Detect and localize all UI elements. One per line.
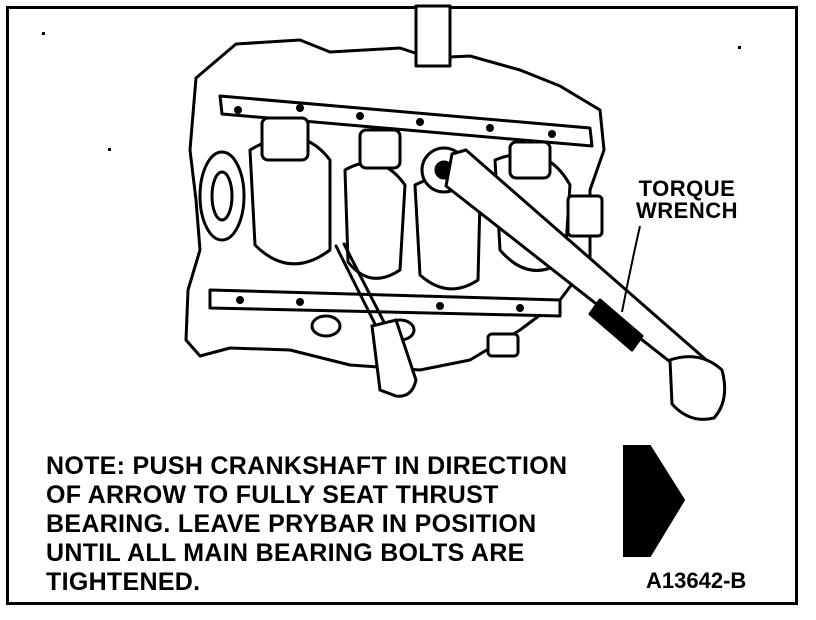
crank-snout: [414, 4, 452, 68]
plug-1: [310, 314, 342, 338]
note-text: NOTE: PUSH CRANKSHAFT IN DIRECTION OF AR…: [46, 452, 568, 596]
pan-rail: [208, 288, 562, 318]
plug-3: [486, 332, 520, 358]
direction-arrow: [623, 445, 686, 557]
prybar: [334, 242, 418, 398]
bolt-heads: [234, 104, 556, 312]
torque-wrench-label-line2: WRENCH: [636, 198, 738, 223]
rear-flange: [566, 194, 604, 238]
deck-rail: [218, 94, 594, 148]
figure-id: A13642-B: [646, 568, 747, 593]
bearing-cap-3: [508, 140, 552, 180]
torque-wrench-illustration: [420, 146, 727, 421]
bearing-cap-1: [260, 116, 310, 162]
leader-line: [621, 225, 641, 313]
bearing-cap-2: [358, 128, 402, 170]
torque-wrench-label-line1: TORQUE: [638, 176, 736, 201]
torque-wrench-label: TORQUE WRENCH: [612, 178, 762, 222]
